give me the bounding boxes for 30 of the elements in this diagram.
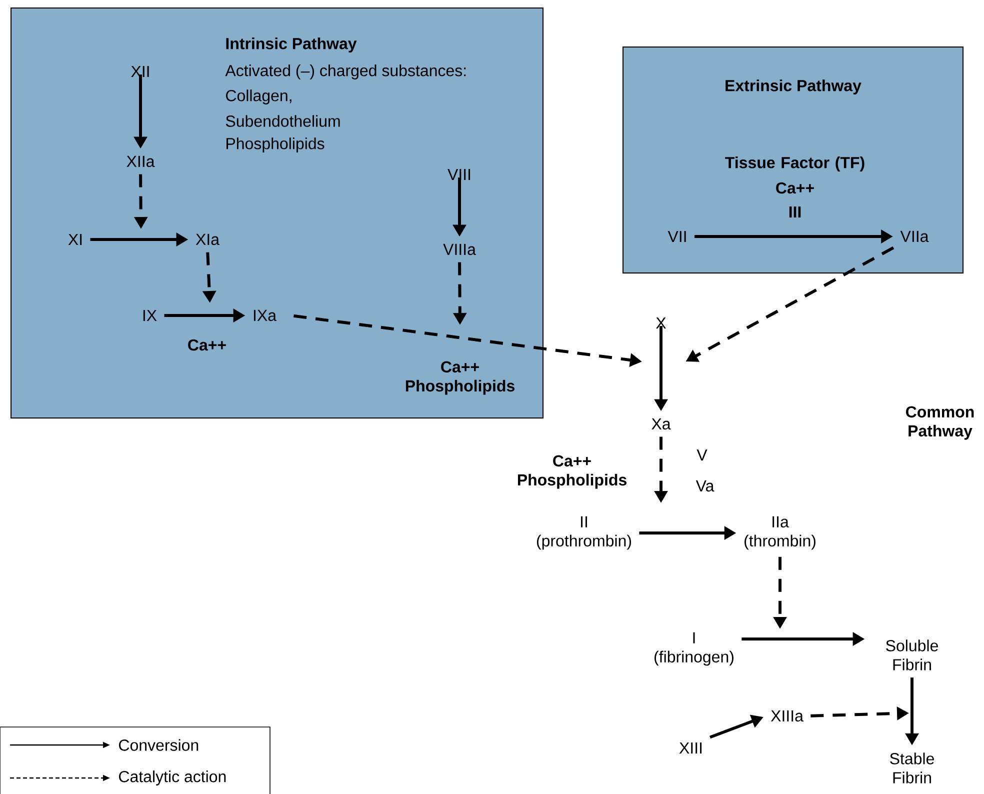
legend-text: Conversion: [119, 739, 198, 751]
factor-label: Stable Fibrin: [890, 752, 934, 784]
cofactor-label: Va: [696, 480, 714, 492]
factor-label: I (fibrinogen): [654, 632, 734, 666]
factor-label: Soluble Fibrin: [886, 640, 938, 670]
cofactor-label: Tissue Factor (TF): [725, 156, 864, 172]
cofactor-label: Ca++: [188, 339, 226, 351]
cofactor-label: Ca++ Phospholipids: [518, 455, 626, 489]
factor-label: VIIIa: [443, 244, 476, 256]
factor-label: II (prothrombin): [536, 516, 631, 550]
factor-label: IIa (thrombin): [744, 516, 816, 550]
factor-label: X: [656, 317, 666, 328]
factor-label: XIII: [679, 742, 702, 754]
factor-label: XIa: [196, 234, 220, 246]
factor-label: XIIIa: [770, 710, 804, 722]
cofactor-label: Common Pathway: [906, 406, 974, 440]
factor-label: XII: [131, 66, 149, 77]
factor-label: XI: [68, 234, 82, 245]
factor-label: XIIa: [126, 156, 155, 168]
factor-label: VIII: [448, 168, 470, 180]
cofactor-label: Ca++ Phospholipids: [406, 361, 514, 395]
cofactor-label: Ca++: [776, 182, 814, 194]
legend-text: Catalytic action: [119, 770, 226, 786]
cofactor-label: III: [789, 206, 801, 218]
factor-label: IX: [143, 310, 157, 321]
factor-label: IXa: [254, 310, 277, 322]
cofactor-label: V: [696, 449, 708, 460]
factor-label: VIIa: [900, 230, 929, 242]
factor-label: Xa: [652, 418, 671, 430]
factor-label: VII: [668, 230, 686, 242]
